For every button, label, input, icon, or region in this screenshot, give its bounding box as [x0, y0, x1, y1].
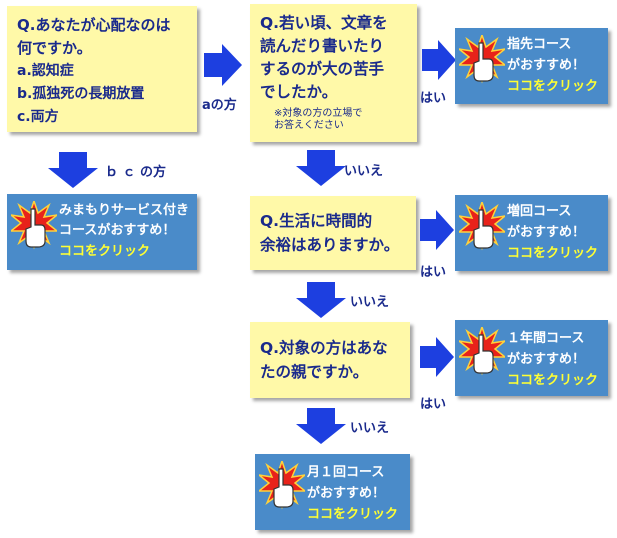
card-yubisaki-course[interactable]: 指先コース がおすすめ！ ココをクリック [455, 28, 608, 104]
card-line2: がおすすめ！ [507, 352, 586, 367]
click-here-link[interactable]: ココをクリック [507, 246, 599, 261]
question-worry-line2: 何ですか。 [17, 39, 92, 57]
card-line1: 指先コース [507, 37, 572, 52]
arrow-down-no-1 [296, 150, 346, 186]
card-tsuki1-course[interactable]: 月１回コース がおすすめ！ ココをクリック [255, 454, 410, 530]
question-writing-line3: するのが大の苦手 [260, 60, 385, 78]
arrow-right-yes-1 [422, 40, 456, 80]
arrow-down-no-2 [296, 282, 346, 318]
question-time: Q.生活に時間的 余裕はありますか。 [250, 196, 416, 270]
card-nenkan-course[interactable]: １年間コース がおすすめ！ ココをクリック [455, 320, 608, 396]
card-line2: がおすすめ！ [507, 58, 586, 73]
question-worry: Q.あなたが心配なのは 何ですか。 a.認知症 b.孤独死の長期放置 c.両方 [7, 6, 197, 132]
option-a: a.認知症 [17, 63, 74, 79]
card-line1: 月１回コース [307, 465, 385, 480]
arrow-right-yes-2 [420, 210, 454, 250]
question-writing: Q.若い頃、文章を 読んだり書いたり するのが大の苦手 でしたか。 ※対象の方の… [250, 4, 417, 142]
label-bc-route: ｂ ｃ の方 [105, 165, 167, 180]
label-a-route: aの方 [202, 98, 237, 113]
question-worry-line1: Q.あなたが心配なのは [17, 16, 171, 34]
card-mimamori-course[interactable]: みまもりサービス付き コースがおすすめ！ ココをクリック [7, 194, 197, 270]
label-no-2: いいえ [350, 295, 390, 310]
question-time-line2: 余裕はありますか。 [260, 236, 400, 254]
arrow-down-bc [48, 152, 98, 188]
question-writing-line2: 読んだり書いたり [260, 37, 385, 55]
option-c: c.両方 [17, 109, 59, 125]
click-here-link[interactable]: ココをクリック [507, 79, 599, 94]
note-line1: ※対象の方の立場で [274, 108, 363, 119]
arrow-right-a [204, 44, 242, 86]
card-zokai-course[interactable]: 増回コース がおすすめ！ ココをクリック [455, 195, 608, 271]
arrow-down-no-3 [296, 408, 346, 444]
card-line2: がおすすめ！ [307, 486, 386, 501]
question-parent-line1: Q.対象の方はあな [260, 339, 388, 357]
card-line1: みまもりサービス付き [59, 203, 190, 218]
pointing-hand-burst-icon [459, 327, 505, 374]
pointing-hand-burst-icon [459, 35, 505, 82]
question-time-line1: Q.生活に時間的 [260, 212, 373, 230]
question-writing-line4: でしたか。 [260, 83, 338, 101]
card-line1: 増回コース [507, 204, 572, 219]
label-no-3: いいえ [350, 421, 390, 436]
pointing-hand-burst-icon [11, 201, 57, 248]
label-yes-1: はい [420, 91, 447, 106]
label-yes-3: はい [420, 397, 447, 412]
pointing-hand-burst-icon [259, 461, 305, 508]
pointing-hand-burst-icon [459, 202, 505, 249]
card-line1: １年間コース [507, 331, 585, 346]
click-here-link[interactable]: ココをクリック [59, 244, 151, 259]
label-no-1: いいえ [344, 164, 384, 179]
question-parent-line2: たの親ですか。 [260, 363, 369, 381]
card-line2: がおすすめ！ [507, 225, 586, 240]
card-line2: コースがおすすめ！ [59, 223, 176, 238]
label-yes-2: はい [420, 265, 447, 280]
question-parent: Q.対象の方はあな たの親ですか。 [250, 322, 410, 398]
arrow-right-yes-3 [420, 337, 454, 377]
click-here-link[interactable]: ココをクリック [307, 507, 399, 522]
question-writing-line1: Q.若い頃、文章を [260, 14, 388, 32]
question-writing-note: ※対象の方の立場で お答えください [260, 108, 417, 132]
note-line2: お答えください [274, 120, 344, 131]
option-b: b.孤独死の長期放置 [17, 86, 145, 102]
click-here-link[interactable]: ココをクリック [507, 373, 599, 388]
